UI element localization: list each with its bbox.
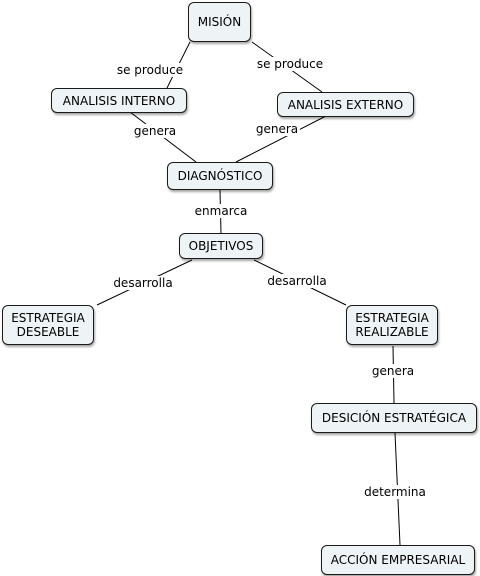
node-desicion-estrategica-label: DESICIÓN ESTRATÉGICA — [321, 411, 467, 425]
node-analisis-interno[interactable]: ANALISIS INTERNO — [51, 88, 187, 113]
node-estrategia-deseable[interactable]: ESTRATEGIA DESEABLE — [2, 305, 94, 345]
node-diagnostico[interactable]: DIAGNÓSTICO — [167, 162, 273, 190]
link-label-realizable-desicion: genera — [369, 364, 417, 378]
node-objetivos[interactable]: OBJETIVOS — [179, 233, 263, 259]
edge-externo-diagnostico — [235, 115, 327, 163]
link-label-desicion-accion: determina — [362, 485, 428, 499]
link-label-objetivos-deseable: desarrolla — [111, 276, 175, 290]
node-analisis-interno-label: ANALISIS INTERNO — [62, 93, 176, 108]
node-mision[interactable]: MISIÓN — [188, 2, 251, 42]
node-analisis-externo-label: ANALISIS EXTERNO — [287, 97, 404, 112]
node-estrategia-deseable-label: ESTRATEGIA DESEABLE — [11, 311, 85, 339]
node-mision-label: MISIÓN — [197, 15, 242, 29]
link-label-mision-interno: se produce — [114, 63, 186, 77]
node-accion-empresarial[interactable]: ACCIÓN EMPRESARIAL — [321, 545, 475, 575]
node-desicion-estrategica[interactable]: DESICIÓN ESTRATÉGICA — [311, 403, 477, 433]
node-accion-empresarial-label: ACCIÓN EMPRESARIAL — [330, 553, 466, 567]
node-objetivos-label: OBJETIVOS — [188, 239, 254, 253]
node-estrategia-realizable-label: ESTRATEGIA REALIZABLE — [355, 311, 429, 339]
link-label-mision-externo: se produce — [254, 57, 326, 71]
node-analisis-externo[interactable]: ANALISIS EXTERNO — [277, 92, 414, 117]
link-label-diagnostico-objetivos: enmarca — [192, 204, 250, 218]
link-label-externo-diagnostico: genera — [253, 122, 301, 136]
link-label-interno-diagnostico: genera — [131, 124, 179, 138]
node-estrategia-realizable[interactable]: ESTRATEGIA REALIZABLE — [346, 305, 438, 345]
link-label-objetivos-realizable: desarrolla — [265, 274, 329, 288]
node-diagnostico-label: DIAGNÓSTICO — [177, 169, 263, 183]
